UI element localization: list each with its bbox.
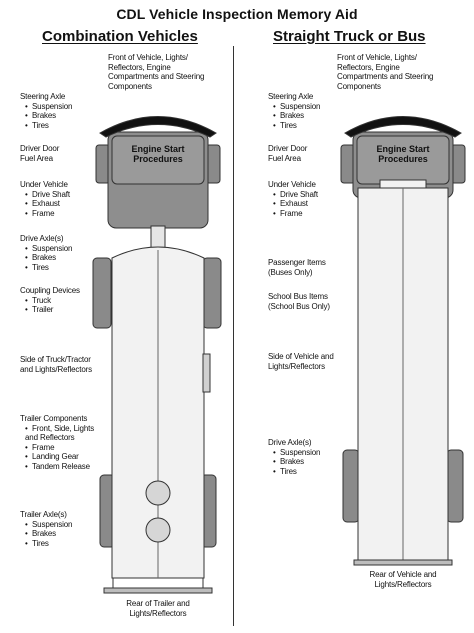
list-item: Brakes [25, 111, 72, 121]
combo-rear-bumper [103, 587, 213, 594]
straight-school-bus-items: School Bus Items (School Bus Only) [268, 292, 330, 311]
straight-drive-axles-title: Drive Axle(s) [268, 438, 312, 447]
list-item: Brakes [273, 111, 320, 121]
list-item: Landing Gear [25, 452, 94, 462]
combo-front-label: Front of Vehicle, Lights/ Reflectors, En… [108, 53, 205, 91]
list-item: Tandem Release [25, 462, 94, 472]
combo-coupling-title: Coupling Devices [20, 286, 80, 295]
straight-under-vehicle-title: Under Vehicle [268, 180, 316, 189]
combo-rear-label: Rear of Trailer and Lights/Reflectors [126, 599, 190, 618]
list-item: Suspension [273, 448, 320, 458]
combo-trailer-axles-title: Trailer Axle(s) [20, 510, 67, 519]
combo-steering-axle-title: Steering Axle [20, 92, 66, 101]
straight-passenger-items: Passenger Items (Buses Only) [268, 258, 326, 277]
straight-cab-connector [379, 179, 427, 189]
combination-vehicle-diagram [92, 116, 222, 594]
column-divider [233, 46, 234, 626]
combination-heading: Combination Vehicles [42, 28, 198, 45]
combo-trailer-components-title: Trailer Components [20, 414, 88, 423]
combo-steering-axle: Steering Axle Suspension Brakes Tires [20, 92, 72, 130]
combo-drive-right-wheel [202, 257, 222, 329]
combo-drive-axles: Drive Axle(s) Suspension Brakes Tires [20, 234, 72, 272]
combo-engine-start-label: Engine Start Procedures [131, 144, 185, 164]
list-item: Exhaust [273, 199, 318, 209]
combo-drive-axles-title: Drive Axle(s) [20, 234, 64, 243]
list-item: Brakes [25, 253, 72, 263]
straight-heading: Straight Truck or Bus [273, 28, 426, 45]
list-item: Suspension [25, 102, 72, 112]
combo-side-label: Side of Truck/Tractor and Lights/Reflect… [20, 355, 93, 374]
list-item: Brakes [273, 457, 320, 467]
list-item: Frame [25, 443, 94, 453]
combo-drive-left-wheel [92, 257, 112, 329]
combo-under-vehicle-title: Under Vehicle [20, 180, 68, 189]
straight-rear-right-wheel [446, 449, 464, 523]
list-item: Frame [25, 209, 70, 219]
combo-side-panel [202, 353, 211, 393]
straight-steering-axle-title: Steering Axle [268, 92, 314, 101]
page-title: CDL Vehicle Inspection Memory Aid [116, 6, 358, 22]
straight-driver-door: Driver Door Fuel Area [268, 144, 308, 163]
combo-coupling-devices: Coupling Devices Truck Trailer [20, 286, 80, 315]
list-item: Drive Shaft [25, 190, 70, 200]
list-item: Tires [25, 263, 72, 273]
list-item: Trailer [25, 305, 80, 315]
straight-windshield [344, 116, 462, 138]
straight-rear-label: Rear of Vehicle and Lights/Reflectors [369, 570, 437, 589]
combo-trailer-components: Trailer Components Front, Side, Lights a… [20, 414, 94, 472]
list-item: Suspension [25, 244, 72, 254]
list-item: Frame [273, 209, 318, 219]
list-item: Suspension [273, 102, 320, 112]
combo-fifth-wheel [150, 225, 166, 249]
straight-rear-left-wheel [342, 449, 360, 523]
combo-under-vehicle: Under Vehicle Drive Shaft Exhaust Frame [20, 180, 70, 218]
straight-rear-bumper [353, 559, 453, 566]
straight-side-label: Side of Vehicle and Lights/Reflectors [268, 352, 334, 371]
list-item: Exhaust [25, 199, 70, 209]
list-item: Tires [273, 121, 320, 131]
list-item: Tires [273, 467, 320, 477]
straight-steering-axle: Steering Axle Suspension Brakes Tires [268, 92, 320, 130]
combo-tandem-axle-rear [145, 517, 171, 543]
list-item: Drive Shaft [273, 190, 318, 200]
list-item: Tires [25, 539, 72, 549]
list-item: Tires [25, 121, 72, 131]
list-item: Truck [25, 296, 80, 306]
combo-driver-door: Driver Door Fuel Area [20, 144, 60, 163]
straight-under-vehicle: Under Vehicle Drive Shaft Exhaust Frame [268, 180, 318, 218]
straight-drive-axles: Drive Axle(s) Suspension Brakes Tires [268, 438, 320, 476]
combo-tandem-axle-front [145, 480, 171, 506]
list-item: Front, Side, Lights and Reflectors [25, 424, 94, 443]
combo-windshield [99, 116, 217, 138]
straight-engine-start-label: Engine Start Procedures [376, 144, 430, 164]
combo-trailer-axles: Trailer Axle(s) Suspension Brakes Tires [20, 510, 72, 548]
straight-front-label: Front of Vehicle, Lights/ Reflectors, En… [337, 53, 434, 91]
straight-vehicle-diagram [340, 116, 466, 566]
combo-cab-hood [111, 135, 205, 185]
list-item: Brakes [25, 529, 72, 539]
list-item: Suspension [25, 520, 72, 530]
